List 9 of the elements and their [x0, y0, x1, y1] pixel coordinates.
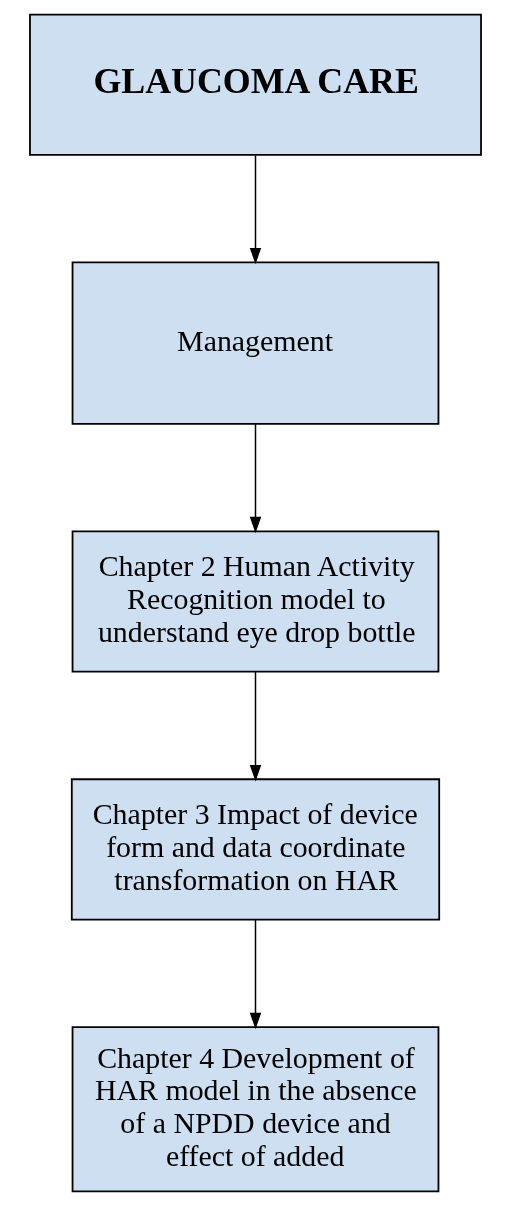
node-box: Chapter 4 Development of HAR model in the absence of a NPDD device and effect of added — [71, 1026, 440, 1193]
node-box: GLAUCOMA CARE — [29, 13, 482, 156]
arrow — [249, 919, 262, 1030]
arrow — [249, 154, 262, 265]
node-box: Chapter 3 Impact of device form and data coordinate transformation on HAR — [70, 778, 441, 921]
arrow — [249, 671, 262, 782]
node-box: Chapter 2 Human Activity Recognition model to understand eye drop bottle — [71, 530, 440, 673]
node-box: Management — [71, 261, 440, 425]
arrow — [249, 423, 262, 534]
